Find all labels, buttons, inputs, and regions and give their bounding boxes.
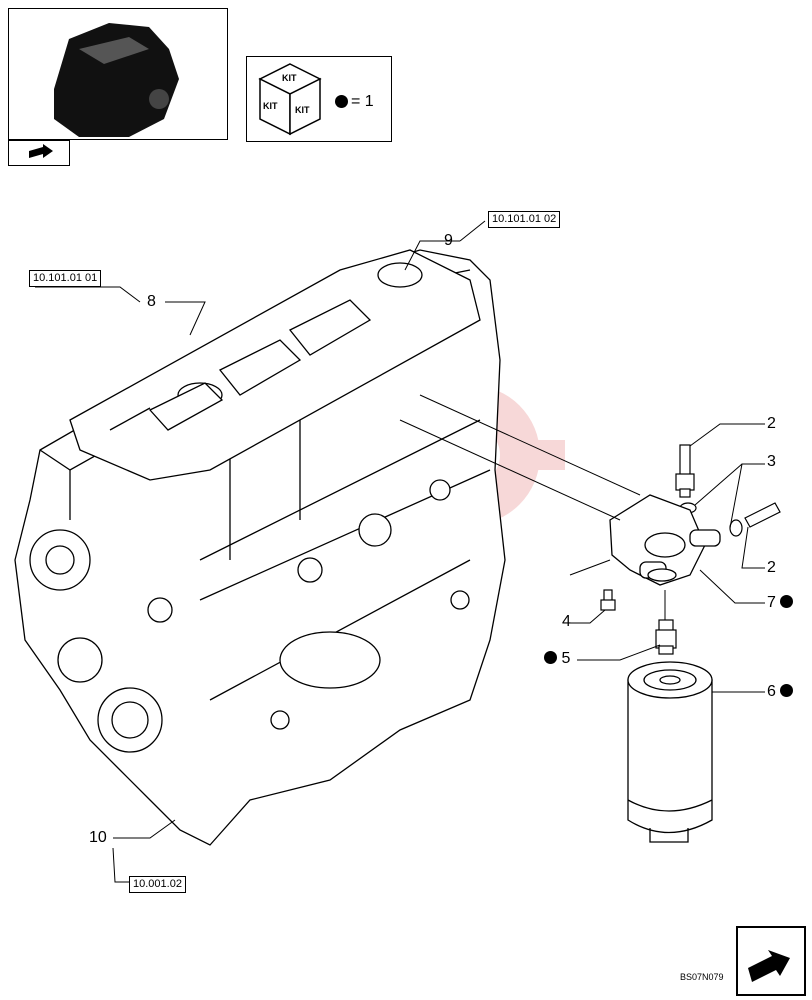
part-2-fitting-upper xyxy=(675,444,695,498)
kit-label-right: KIT xyxy=(295,105,310,115)
callout-2-upper: 2 xyxy=(767,415,776,432)
next-page-button[interactable] xyxy=(736,926,806,996)
next-arrow-icon[interactable] xyxy=(738,928,804,994)
kit-dot-icon xyxy=(780,595,794,608)
callout-2-side: 2 xyxy=(767,559,776,576)
thumbnail-panel xyxy=(8,8,228,140)
leader-lines xyxy=(35,220,765,883)
part-6-filter-cartridge xyxy=(627,661,713,843)
callout-6: 6 xyxy=(767,684,794,700)
kit-cube-icon xyxy=(258,63,322,136)
callout-7: 7 xyxy=(767,595,794,611)
kit-label-left: KIT xyxy=(263,101,278,111)
kit-dot-icon xyxy=(780,684,794,697)
assembly-lines xyxy=(399,394,666,620)
nav-arrow-tab[interactable] xyxy=(8,140,70,166)
kit-equals-text: = 1 xyxy=(351,93,374,110)
callout-5: 5 xyxy=(544,651,570,667)
part-4-bolt xyxy=(600,589,616,611)
valve-covers xyxy=(69,249,481,481)
callout-3: 3 xyxy=(767,453,776,470)
callout-4: 4 xyxy=(562,613,571,630)
callout-8: 8 xyxy=(147,293,156,310)
kit-legend: KIT KIT KIT = 1 xyxy=(246,56,392,142)
part-5-nipple xyxy=(655,619,677,655)
kit-label-top: KIT xyxy=(282,73,297,83)
callout-9: 9 xyxy=(444,232,453,249)
kit-dot-icon xyxy=(335,95,348,108)
reference-bottom[interactable]: 10.001.02 xyxy=(129,876,186,893)
reference-top-left[interactable]: 10.101.01 01 xyxy=(29,270,102,287)
part-7-filter-head xyxy=(609,494,721,586)
kit-dot-icon xyxy=(544,651,557,664)
drawing-code: BS07N079 xyxy=(680,972,724,982)
reference-top-right[interactable]: 10.101.01 02 xyxy=(488,211,561,228)
callout-10: 10 xyxy=(89,829,107,846)
navigate-arrow-icon[interactable] xyxy=(9,141,69,165)
part-2-fitting-side xyxy=(744,502,781,528)
engine-thumbnail-image xyxy=(54,23,179,137)
